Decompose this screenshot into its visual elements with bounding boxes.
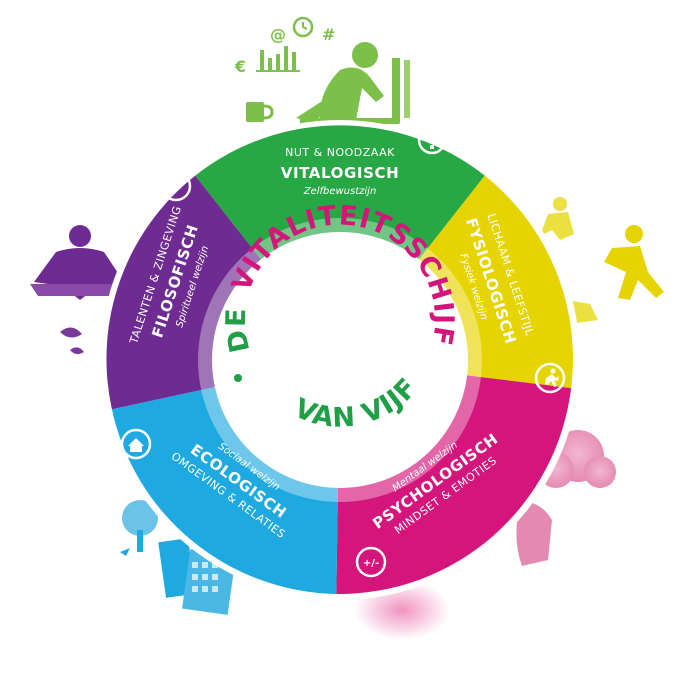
icon-ecologisch	[120, 428, 152, 460]
icon-filosofisch	[160, 170, 192, 202]
clock-icon	[292, 16, 314, 38]
euro-symbol: €	[234, 57, 246, 76]
icon-fysiologisch	[534, 362, 566, 394]
bar-chart-icon	[256, 46, 300, 72]
vitalogisch-sub: Zelfbewustzijn	[303, 186, 377, 197]
house-icon	[128, 438, 144, 452]
icon-vitalogisch	[417, 125, 447, 155]
hash-symbol: #	[322, 25, 335, 44]
illustration-meditation	[30, 225, 130, 355]
vitalogisch-title: VITALOGISCH	[281, 164, 400, 182]
illustration-thinker: € @ #	[234, 16, 410, 124]
title-dot	[234, 374, 242, 382]
running-person-icon	[545, 368, 559, 387]
plus-minus-head-icon: +/-	[363, 558, 379, 569]
vitalogisch-top: NUT & NOODZAAK	[285, 146, 395, 159]
icon-psychologisch: +/-	[355, 546, 387, 578]
heart-head-icon	[169, 180, 183, 192]
cup-icon	[246, 102, 264, 122]
wheel	[100, 120, 580, 600]
label-vitalogisch: NUT & NOODZAAK VITALOGISCH Zelfbewustzij…	[281, 146, 400, 197]
at-symbol: @	[270, 25, 286, 44]
exclamation-icon	[430, 131, 434, 142]
